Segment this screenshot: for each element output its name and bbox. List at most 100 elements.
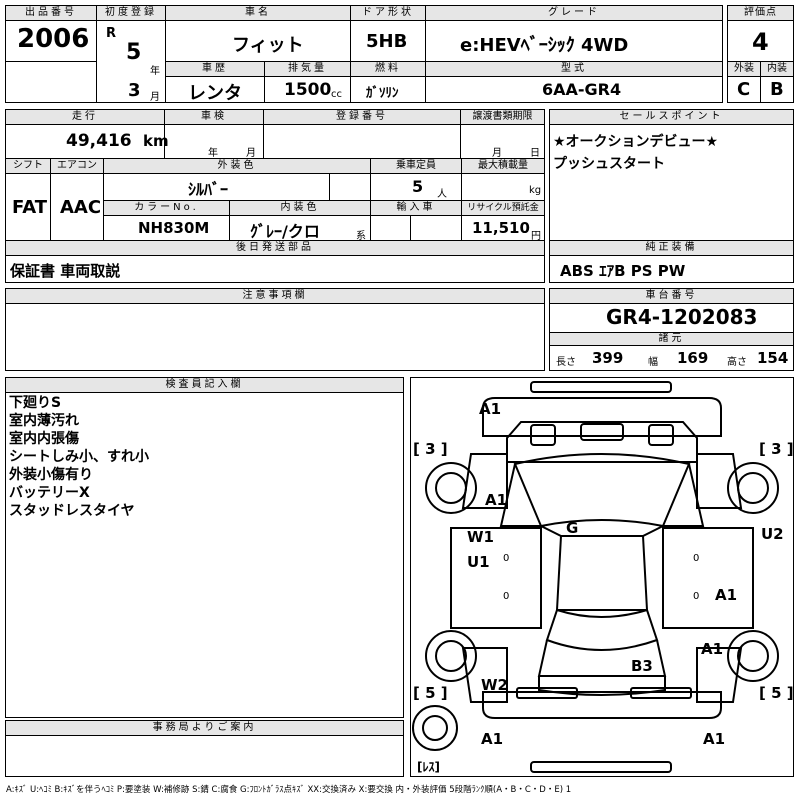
inspector-line: 外装小傷有り bbox=[9, 467, 93, 483]
body-color: ｼﾙﾊﾞｰ bbox=[188, 180, 229, 199]
model-type: 6AA-GR4 bbox=[542, 80, 622, 99]
door-type: 5HB bbox=[366, 31, 408, 52]
legend: A:ｷｽﾞ U:ﾍｺﾐ B:ｷｽﾞを伴うﾍｺﾐ P:要塗装 W:補修跡 S:錆 … bbox=[6, 785, 572, 795]
recycle-header: リサイクル預託金 bbox=[461, 200, 545, 216]
grade: e:HEVﾍﾞｰｼｯｸ 4WD bbox=[460, 35, 629, 56]
notes-header: 注意事項欄 bbox=[5, 288, 545, 304]
chassis-number: GR4-1202083 bbox=[606, 305, 758, 329]
damage-mark: U2 bbox=[761, 525, 784, 543]
inspector-line: 下廻りS bbox=[9, 395, 62, 411]
era-label: R bbox=[106, 26, 117, 41]
inspector-line: 室内薄汚れ bbox=[9, 413, 79, 429]
inspector-line: シートしみ小、すれ小 bbox=[9, 449, 149, 465]
displacement-header: 排気量 bbox=[264, 61, 351, 77]
height-label: 高さ bbox=[727, 357, 747, 368]
tire-depth-rear-left: [ 5 ] bbox=[413, 684, 448, 702]
score: 4 bbox=[752, 28, 769, 56]
shift-header: シフト bbox=[5, 158, 51, 174]
damage-mark: A1 bbox=[481, 730, 504, 748]
inspection-month-unit: 月 bbox=[246, 148, 256, 159]
inspector-header: 検査員記入欄 bbox=[5, 377, 404, 393]
damage-mark: A1 bbox=[703, 730, 726, 748]
capacity-unit: 人 bbox=[437, 189, 447, 200]
height: 154 bbox=[757, 349, 789, 367]
damage-mark: W1 bbox=[467, 528, 494, 546]
damage-mark: G bbox=[566, 519, 579, 537]
capacity: 5 bbox=[412, 177, 424, 196]
history: レンタ bbox=[188, 83, 242, 104]
sales-point-line: プッシュスタート bbox=[553, 156, 665, 172]
max-load-header: 最大積載量 bbox=[461, 158, 545, 174]
panel-zero: 0 bbox=[503, 553, 510, 564]
spare-tire-label: [ﾚｽ] bbox=[417, 760, 440, 774]
score-header: 評価点 bbox=[727, 5, 794, 21]
inspector-box bbox=[5, 392, 404, 718]
inspector-line: バッテリーX bbox=[9, 485, 90, 501]
damage-diagram: A1 A1 W1 U1 G U2 A1 A1 B3 W2 A1 A1 [ 3 ]… bbox=[410, 377, 794, 777]
interior-color-unit: 系 bbox=[356, 231, 366, 242]
import-header: 輸入車 bbox=[370, 200, 462, 216]
chassis-header: 車台番号 bbox=[549, 288, 794, 304]
shift: FAT bbox=[12, 197, 48, 218]
exterior-header: 外装 bbox=[727, 61, 761, 77]
panel-zero: 0 bbox=[693, 553, 700, 564]
displacement-unit: cc bbox=[331, 89, 342, 100]
history-header: 車歴 bbox=[165, 61, 265, 77]
recycle-unit: 円 bbox=[531, 231, 541, 242]
lot-number: 2006 bbox=[17, 24, 90, 54]
color-header: 外装色 bbox=[103, 158, 371, 174]
model-name: フィット bbox=[232, 35, 304, 56]
aircon-header: エアコン bbox=[50, 158, 104, 174]
aircon: AAC bbox=[60, 197, 102, 218]
width-label: 幅 bbox=[648, 357, 658, 368]
car-outline bbox=[412, 381, 779, 773]
transfer-header: 譲渡書類期限 bbox=[460, 109, 545, 125]
inspector-line: 室内内張傷 bbox=[9, 431, 79, 447]
interior-grade: B bbox=[770, 79, 784, 100]
later-parts-header: 後日発送部品 bbox=[5, 240, 545, 256]
length: 399 bbox=[592, 349, 624, 367]
interior-color: ｸﾞﾚｰ/クロ bbox=[250, 222, 320, 241]
lot-number-header: 出品番号 bbox=[5, 5, 97, 21]
exterior-grade: C bbox=[737, 79, 751, 100]
mileage-unit: km bbox=[143, 132, 169, 150]
inspection-header: 車検 bbox=[164, 109, 264, 125]
recycle-fee: 11,510 bbox=[472, 219, 530, 237]
fuel: ｶﾞｿﾘﾝ bbox=[366, 86, 399, 101]
capacity-header: 乗車定員 bbox=[370, 158, 462, 174]
sales-points-header: セールスポイント bbox=[549, 109, 794, 125]
model-header: 車名 bbox=[165, 5, 351, 21]
max-load-unit: kg bbox=[529, 185, 542, 196]
equipment: ABS ｴｱB PS PW bbox=[560, 262, 686, 280]
tire-depth-front-left: [ 3 ] bbox=[413, 440, 448, 458]
damage-mark: U1 bbox=[467, 553, 490, 571]
door-header: ドア形状 bbox=[350, 5, 426, 21]
damage-mark: A1 bbox=[715, 586, 738, 604]
tire-depth-rear-right: [ 5 ] bbox=[759, 684, 794, 702]
first-registration-header: 初度登録 bbox=[96, 5, 166, 21]
panel-zero: 0 bbox=[693, 591, 700, 602]
damage-mark: A1 bbox=[701, 640, 724, 658]
year-unit: 年 bbox=[150, 66, 160, 77]
transfer-month-unit: 月 bbox=[492, 148, 502, 159]
equipment-header: 純正装備 bbox=[549, 240, 794, 256]
tire-depth-front-right: [ 3 ] bbox=[759, 440, 794, 458]
notes-box bbox=[5, 303, 545, 371]
sales-point-line: ★オークションデビュー★ bbox=[553, 134, 719, 150]
length-label: 長さ bbox=[556, 357, 576, 368]
fuel-header: 燃料 bbox=[350, 61, 426, 77]
width: 169 bbox=[677, 349, 709, 367]
color-number-header: カラーNo. bbox=[103, 200, 230, 216]
interior-color-header: 内装色 bbox=[229, 200, 371, 216]
office-header: 事務局よりご案内 bbox=[5, 720, 404, 736]
transfer-day-unit: 日 bbox=[530, 148, 540, 159]
registration-year: 5 bbox=[126, 40, 142, 65]
damage-mark: A1 bbox=[485, 491, 508, 509]
office-box bbox=[5, 735, 404, 777]
panel-zero: 0 bbox=[503, 591, 510, 602]
model-type-header: 型式 bbox=[425, 61, 723, 77]
damage-mark: W2 bbox=[481, 676, 508, 694]
mileage: 49,416 bbox=[66, 131, 132, 151]
grade-header: グレード bbox=[425, 5, 723, 21]
color-number: NH830M bbox=[138, 219, 210, 237]
